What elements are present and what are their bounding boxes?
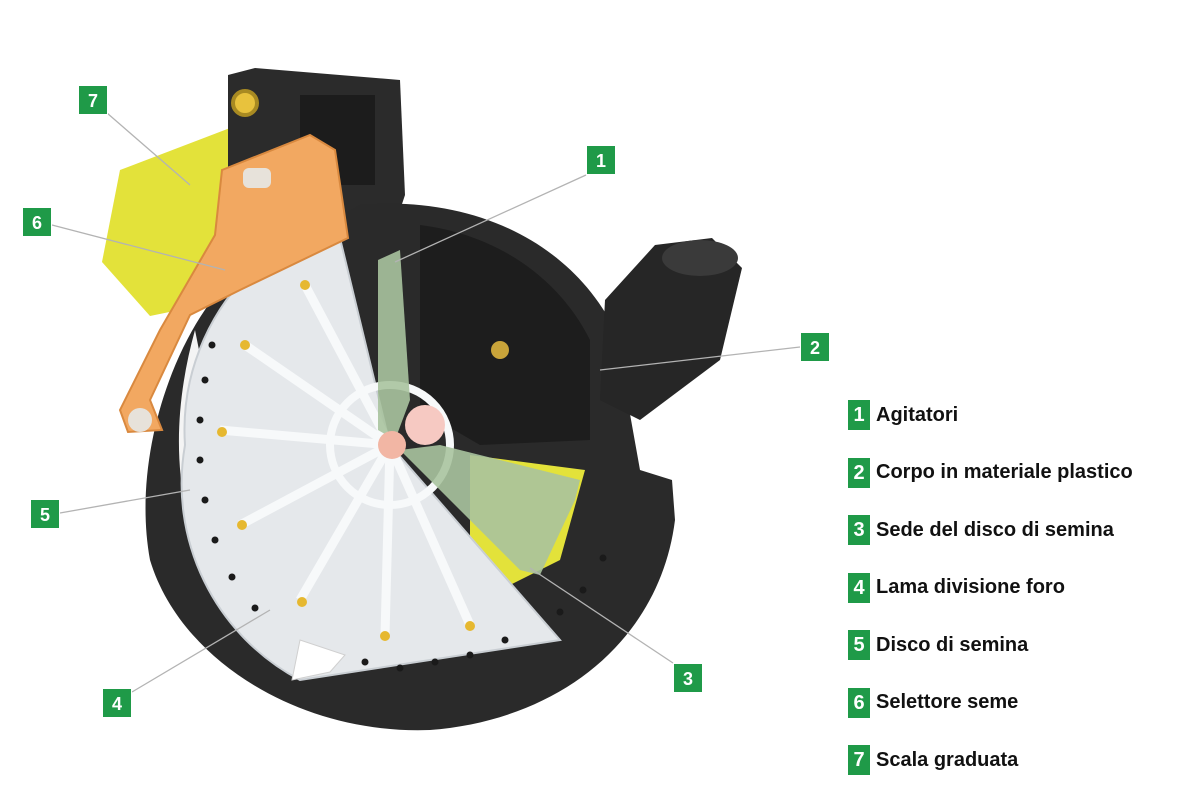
callout-5: 5 xyxy=(30,499,60,529)
legend-item-6: 6 Selettore seme xyxy=(848,687,1193,718)
brass-bushing xyxy=(231,89,259,117)
legend-label: Agitatori xyxy=(876,403,959,426)
agitator-lower xyxy=(400,445,580,575)
legend-number: 6 xyxy=(848,687,870,718)
legend-number: 1 xyxy=(848,400,870,430)
legend-label: Selettore seme xyxy=(876,691,1019,713)
legend-item-3: 3 Sede del disco di semina xyxy=(848,515,1193,545)
disc-hub xyxy=(405,405,445,445)
legend-item-5: 5 Disco di semina xyxy=(848,630,1193,660)
selector-pivot-pin xyxy=(243,168,271,188)
selector-lower-pin xyxy=(128,408,152,432)
callout-6: 6 xyxy=(22,207,52,237)
callout-2: 2 xyxy=(800,332,830,362)
callout-3: 3 xyxy=(673,663,703,693)
legend: 1 Agitatori 2 Corpo in materiale plastic… xyxy=(848,400,1193,803)
leader-lines xyxy=(51,112,801,693)
disc-pins xyxy=(217,280,475,641)
legend-number: 3 xyxy=(848,515,870,545)
legend-label: Lama divisione foro xyxy=(876,576,1065,598)
discharge-spout xyxy=(600,238,742,420)
hex-nut xyxy=(491,341,509,359)
division-blade xyxy=(291,639,346,681)
rim-holes xyxy=(196,341,607,672)
legend-item-2: 2 Corpo in materiale plastico xyxy=(848,457,1193,488)
seed-selector-plate xyxy=(118,133,350,434)
legend-item-1: 1 Agitatori xyxy=(848,400,1193,430)
legend-label: Disco di semina xyxy=(876,633,1029,656)
legend-number: 7 xyxy=(848,745,870,775)
legend-label: Scala graduata xyxy=(876,748,1019,771)
housing-cavity xyxy=(420,225,590,445)
legend-label: Sede del disco di semina xyxy=(876,518,1114,541)
disc-hub-core xyxy=(378,431,406,459)
agitator-upper xyxy=(378,250,410,440)
callout-1: 1 xyxy=(586,145,616,175)
callout-4: 4 xyxy=(102,688,132,718)
callout-7: 7 xyxy=(78,85,108,115)
legend-number: 2 xyxy=(848,457,870,488)
legend-item-7: 7 Scala graduata xyxy=(848,745,1193,775)
legend-number: 4 xyxy=(848,572,870,603)
spout-opening xyxy=(662,240,738,276)
legend-item-4: 4 Lama divisione foro xyxy=(848,572,1193,603)
disc-spokes xyxy=(219,282,475,636)
legend-number: 5 xyxy=(848,630,870,660)
legend-label: Corpo in materiale plastico xyxy=(876,461,1133,483)
